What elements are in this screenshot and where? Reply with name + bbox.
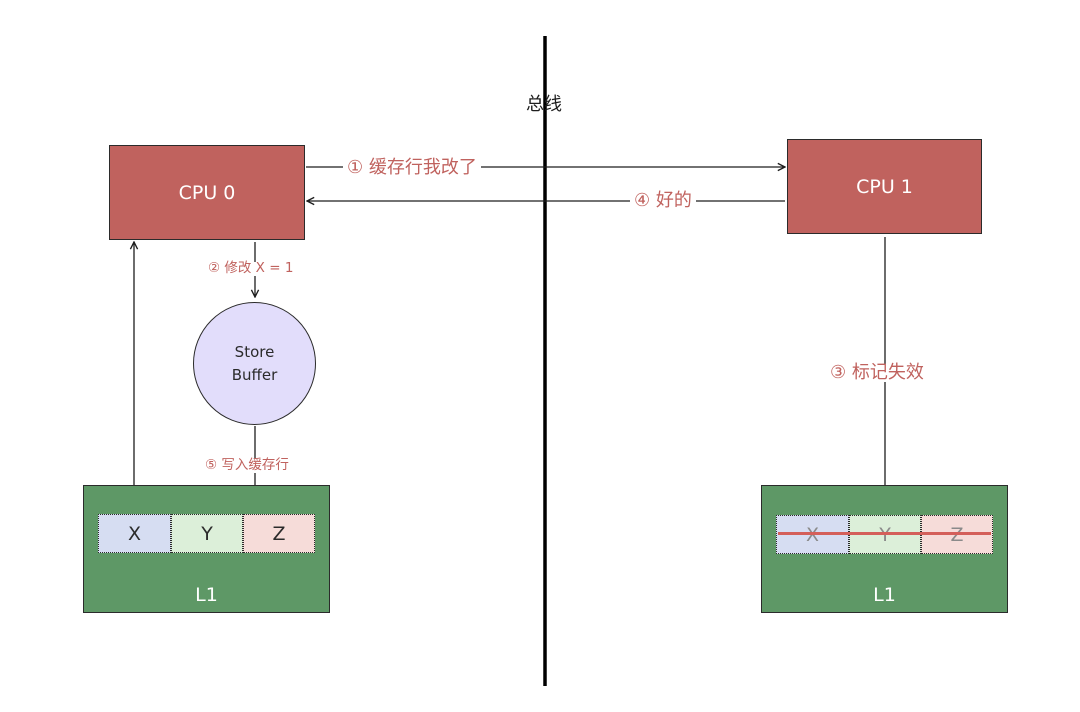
step3-label: ③ 标记失效 [826,364,928,382]
cpu0-cache-cell-z: Z [243,514,315,553]
store-buffer: Store Buffer [193,302,316,425]
step1-label: ① 缓存行我改了 [343,159,481,177]
step5-label: ⑤ 写入缓存行 [201,458,293,473]
invalidated-strike-line [778,532,991,535]
store-buffer-line1: Store [234,342,275,361]
bus-label: 总线 [526,94,562,115]
step4-label: ④ 好的 [630,192,696,210]
cpu0-box: CPU 0 [109,145,305,240]
cpu1-l1-label: L1 [873,584,896,606]
cpu0-cache-cell-y: Y [171,514,243,553]
store-buffer-line2: Buffer [231,365,278,384]
step2-label: ② 修改 X = 1 [204,261,298,276]
cpu0-l1-label: L1 [195,584,218,606]
cpu0-cache-cell-x: X [98,514,171,553]
cpu1-box: CPU 1 [787,139,982,234]
